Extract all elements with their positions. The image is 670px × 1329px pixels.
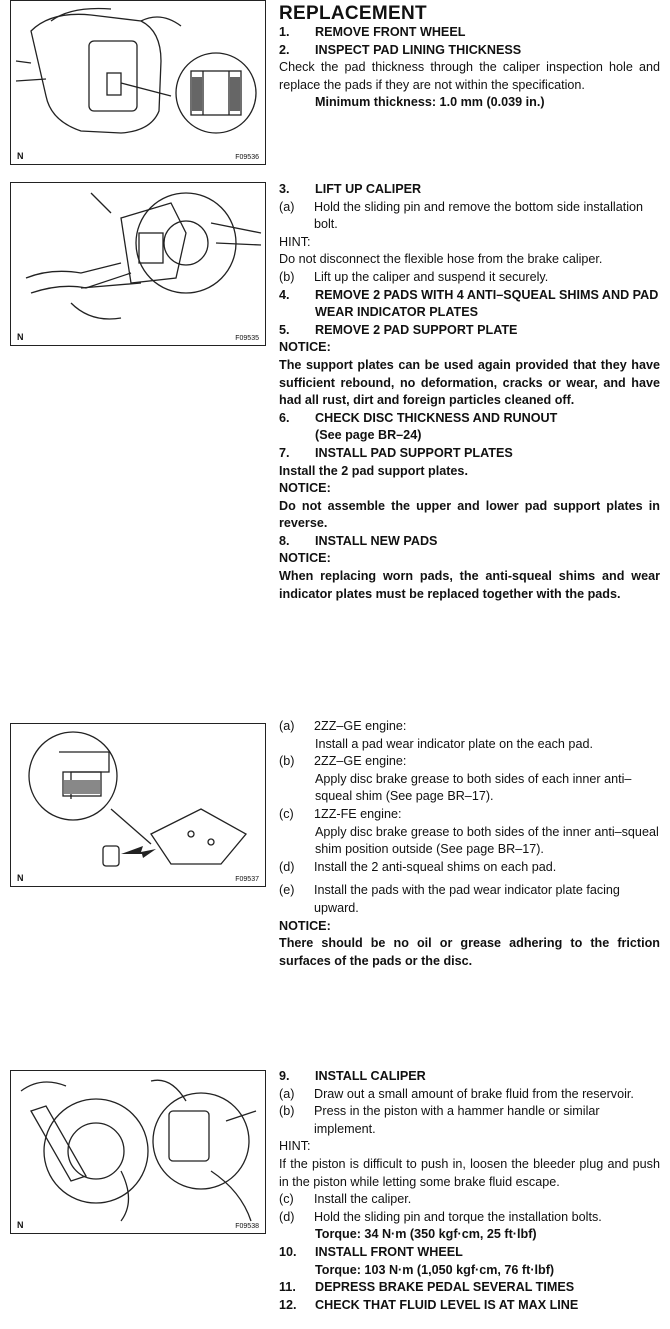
figure-orientation-mark: N (17, 1220, 24, 1230)
spec-min-thickness: Minimum thickness: 1.0 mm (0.039 in.) (315, 95, 545, 110)
section-install-caliper: 9.INSTALL CALIPER (a)Draw out a small am… (279, 1068, 660, 1314)
step-8b-text: Apply disc brake grease to both sides of… (315, 771, 632, 804)
step-8a-text: Install a pad wear indicator plate on th… (315, 736, 593, 751)
step-4: 4.REMOVE 2 PADS WITH 4 ANTI–SQUEAL SHIMS… (279, 287, 659, 320)
pad-install-illustration (28, 731, 248, 867)
figure-orientation-mark: N (17, 332, 24, 342)
section-remove-inspect: REPLACEMENT 1.REMOVE FRONT WHEEL 2.INSPE… (279, 4, 660, 112)
hint-label: HINT: (279, 1139, 311, 1154)
section-caliper-pads: 3.LIFT UP CALIPER (a)Hold the sliding pi… (279, 181, 660, 603)
notice-text: The support plates can be used again pro… (279, 357, 660, 408)
page-title: REPLACEMENT (279, 3, 427, 24)
step-8a: (a)2ZZ–GE engine: (279, 719, 407, 733)
step-8d: (d)Install the 2 anti-squeal shims on ea… (279, 859, 557, 874)
step-3b: (b)Lift up the caliper and suspend it se… (279, 269, 549, 284)
step-9b: (b)Press in the piston with a hammer han… (279, 1104, 600, 1136)
step-3a: (a)Hold the sliding pin and remove the b… (279, 199, 644, 232)
step-2: 2.INSPECT PAD LINING THICKNESS (279, 42, 522, 57)
step-8: 8.INSTALL NEW PADS (279, 533, 438, 548)
figure-caliper-inspection: N F09536 (10, 0, 266, 165)
torque-spec: Torque: 34 N·m (350 kgf·cm, 25 ft·lbf) (315, 1227, 537, 1242)
step-6: 6.CHECK DISC THICKNESS AND RUNOUT (279, 410, 558, 425)
figure-install-caliper: N F09538 (10, 1070, 266, 1234)
step-9a: (a)Draw out a small amount of brake flui… (279, 1086, 634, 1101)
torque-spec: Torque: 103 N·m (1,050 kgf·cm, 76 ft·lbf… (315, 1262, 555, 1277)
figure-id: F09537 (235, 876, 259, 883)
notice-text: When replacing worn pads, the anti-squea… (279, 569, 660, 601)
figure-id: F09536 (235, 154, 259, 161)
figure-id: F09535 (235, 335, 259, 342)
step-9d: (d)Hold the sliding pin and torque the i… (279, 1209, 602, 1224)
step-2-text: Check the pad thickness through the cali… (279, 60, 660, 92)
install-caliper-illustration (20, 1079, 257, 1222)
notice-label: NOTICE: (279, 551, 331, 566)
figure-orientation-mark: N (17, 151, 24, 161)
notice-label: NOTICE: (279, 481, 331, 496)
step-3: 3.LIFT UP CALIPER (279, 182, 422, 196)
lift-caliper-illustration (25, 192, 262, 320)
step-12: 12.CHECK THAT FLUID LEVEL IS AT MAX LINE (279, 1297, 579, 1312)
hint-label: HINT: (279, 234, 311, 249)
step-1: 1.REMOVE FRONT WHEEL (279, 25, 466, 39)
notice-text: There should be no oil or grease adherin… (279, 936, 660, 968)
figure-lift-caliper: N F09535 (10, 182, 266, 346)
notice-label: NOTICE: (279, 918, 331, 933)
figure-pad-install: N F09537 (10, 723, 266, 887)
step-7: 7.INSTALL PAD SUPPORT PLATES (279, 445, 513, 460)
step-11: 11.DEPRESS BRAKE PEDAL SEVERAL TIMES (279, 1280, 575, 1295)
step-6-ref: (See page BR–24) (315, 428, 422, 443)
step-9: 9.INSTALL CALIPER (279, 1069, 426, 1083)
hint-text: If the piston is difficult to push in, l… (279, 1156, 660, 1189)
step-5: 5.REMOVE 2 PAD SUPPORT PLATE (279, 322, 518, 337)
caliper-inspection-illustration (15, 7, 257, 134)
step-9c: (c)Install the caliper. (279, 1192, 412, 1207)
figure-orientation-mark: N (17, 873, 24, 883)
step-8e: (e)Install the pads with the pad wear in… (279, 883, 620, 915)
hint-text: Do not disconnect the flexible hose from… (279, 252, 603, 267)
section-pad-prep: (a)2ZZ–GE engine: Install a pad wear ind… (279, 718, 660, 970)
step-7-text: Install the 2 pad support plates. (279, 463, 468, 478)
step-10: 10.INSTALL FRONT WHEEL (279, 1244, 463, 1259)
step-8c: (c)1ZZ-FE engine: (279, 806, 402, 821)
step-8b: (b)2ZZ–GE engine: (279, 754, 407, 769)
notice-label: NOTICE: (279, 340, 331, 355)
step-8c-text: Apply disc brake grease to both sides of… (315, 824, 659, 857)
notice-text: Do not assemble the upper and lower pad … (279, 498, 660, 531)
figure-id: F09538 (235, 1223, 259, 1230)
